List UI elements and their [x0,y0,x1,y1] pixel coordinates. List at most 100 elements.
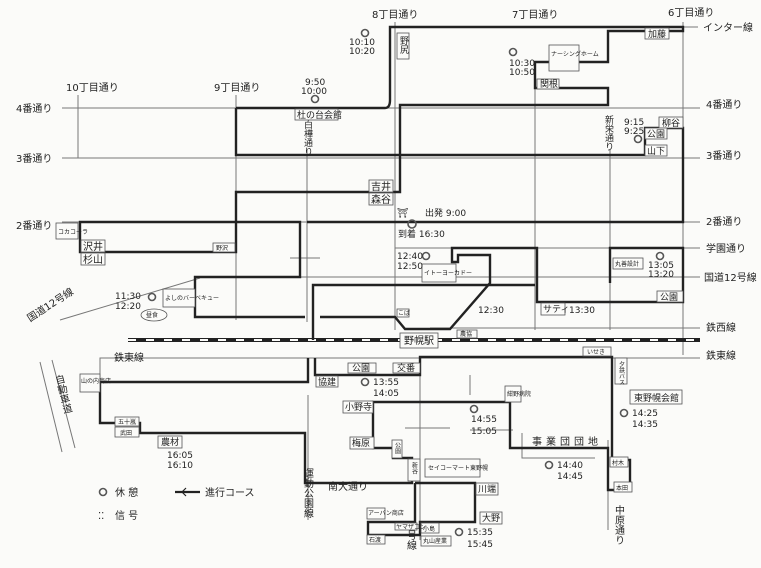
label-shirakaba: 白樺通り [302,119,313,156]
place-yamanouchi: 山の内商店 [81,377,111,385]
place-sekine: 関根 [540,78,558,90]
streets [39,22,700,540]
course-route [78,25,685,537]
label-6chome: 6丁目通り [668,7,714,19]
place-morinodai: 杜の台会館 [297,109,342,121]
place-kato: 加藤 [648,28,666,40]
time: 10:30 [509,59,535,69]
place-nursing: ナーシングホーム [551,50,599,58]
label-tettou-left: 鉄東線 [114,351,144,364]
place-kawabata: 川端 [478,483,496,495]
place-igarashi: 五十嵐 [118,418,136,426]
rest-icon [310,94,320,104]
time: 11:30 [115,292,141,302]
place-iseki: いせき [587,349,605,356]
street-labels: 8丁目通り 7丁目通り 6丁目通り インター線 10丁目通り 9丁目通り 4番通… [16,7,757,550]
label-jidoushado: 自動車道 [51,372,73,415]
place-labels: 野尻 加藤 ナーシングホーム 関根 杜の台会館 吉井 森谷 柳谷 公園 山下 コ… [55,27,684,547]
time: 15:45 [467,540,493,550]
place-maruyama: 丸山産業 [423,537,447,545]
time: 12:30 [478,306,504,316]
place-nozawa: 野沢 [216,244,228,252]
time: 12:50 [397,262,423,272]
rest-icon [360,377,370,387]
rest-icon [98,487,108,497]
rest-icon [619,408,629,418]
place-koen4: 公園 [394,442,401,455]
time: 10:20 [349,47,375,57]
place-sugiyama: 杉山 [83,253,103,266]
place-konno: 紺野病院 [507,390,531,398]
place-maruzen: 丸善設計 [615,260,639,268]
time: 14:35 [632,420,658,430]
place-muraki: 村木 [612,459,624,467]
street-minor [405,375,595,459]
place-nozai: 農材 [161,436,179,448]
label-tettou-right: 鉄東線 [706,349,736,362]
place-cocacola: コカコーラ [58,229,88,236]
rest-icon [633,134,643,144]
street-kokudo12-diag [59,277,201,321]
label-minamiodori: 南大通り [328,480,368,493]
place-koen1: 公園 [647,129,665,140]
time: 10:50 [509,68,535,78]
place-nojiri: 野尻 [398,36,409,55]
time: 14:55 [471,415,497,425]
rest-markers: ⛩ [147,28,665,537]
legend: 休 憩 進行コース ⁚⁚ 信 号 [98,486,255,522]
label-kokudo12-left: 国道12号線 [25,285,76,325]
place-higashi-kaikan: 東野幌会館 [634,392,679,404]
place-yoshii: 吉井 [371,180,391,193]
label-3ban-right: 3番通り [706,150,742,162]
place-kyoken: 協建 [318,376,336,388]
label-inter: インター線 [703,21,753,34]
place-honda: 本田 [616,484,628,492]
place-sawai: 沢井 [83,240,103,253]
label-4ban-right: 4番通り [706,99,742,111]
label-10chome: 10丁目通り [66,82,119,94]
rest-icon [469,404,479,414]
time: 14:25 [632,409,658,419]
place-ono: 大野 [482,512,500,524]
signal-icon: ⁚⁚ [98,511,104,522]
place-shintani: 新谷 [411,461,418,475]
place-chushoku: 昼食 [146,311,158,319]
time: 12:40 [397,252,423,262]
label-undoukouen: 運動公園線 [302,468,314,518]
time: 15:05 [471,427,497,437]
place-ishiwata: 石渡 [369,536,381,544]
time: 10:00 [301,87,327,97]
rest-icon [544,460,554,470]
legend-course: 進行コース [205,486,255,499]
place-koban: 交番 [397,362,415,374]
time-labels: 10:10 10:20 9:50 10:00 10:30 10:50 9:15 … [115,38,674,550]
place-yutetsu: 夕鉄バス [618,360,625,385]
label-4ban-left: 4番通り [16,103,52,115]
label-gakuen: 学園通り [706,242,746,255]
time: 12:20 [115,302,141,312]
label-shinei: 新栄通り [603,114,614,151]
place-station: 野幌駅 [404,334,434,347]
place-yamazakon: ヤマザコン [396,524,426,531]
time: 15:35 [467,528,493,538]
legend-signal: 信 号 [115,510,138,522]
place-nokyo: 農協 [460,330,472,338]
rest-icon [421,251,431,261]
arrival-time: 到着 16:30 [398,228,445,240]
rest-icon [655,251,665,261]
place-yoshino: よしのバーベキュー [165,295,219,302]
label-nakahara: 中原通り [613,504,625,545]
rest-icon [454,527,464,537]
start-point-icon [407,219,417,229]
place-koen2: 公園 [660,292,678,303]
time: 16:10 [167,461,193,471]
label-9chome: 9丁目通り [214,82,260,94]
rest-icon [508,47,518,57]
time: 9:25 [624,127,644,137]
time: 14:45 [557,472,583,482]
time: 13:30 [569,306,595,316]
label-gosen: 号線 [405,530,417,550]
label-kokudo12-right: 国道12号線 [704,271,757,284]
street-minor-2 [290,250,320,262]
place-urban: アーバン商店 [368,509,404,517]
